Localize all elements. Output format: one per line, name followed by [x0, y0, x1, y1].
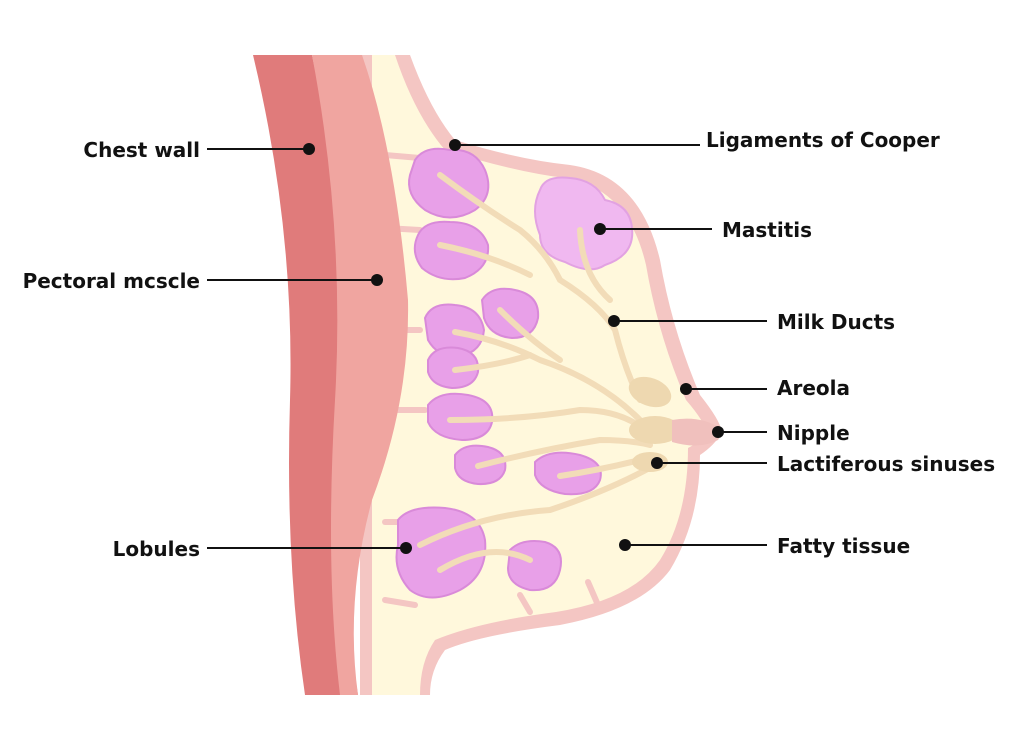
leader-lines — [207, 144, 767, 549]
fatty-tissue-region — [372, 55, 706, 695]
label-mastitis: Mastitis — [722, 218, 812, 242]
areola-sinus-middle — [629, 416, 681, 444]
mastitis-lobule — [534, 176, 634, 271]
dot-mastitis — [594, 223, 606, 235]
dot-chest-wall — [303, 143, 315, 155]
dot-lactiferous-sinuses — [651, 457, 663, 469]
dot-areola — [680, 383, 692, 395]
label-ligaments-of-cooper: Ligaments of Cooper — [706, 128, 940, 152]
nipple-shape — [672, 418, 721, 446]
dot-milk-ducts — [608, 315, 620, 327]
milk-ducts — [417, 172, 658, 573]
pectoral-muscle — [312, 55, 409, 695]
dot-ligaments — [449, 139, 461, 151]
label-nipple: Nipple — [777, 421, 850, 445]
dot-pectoral-muscle — [371, 274, 383, 286]
label-chest-wall: Chest wall — [83, 138, 200, 162]
dot-fatty-tissue — [619, 539, 631, 551]
dot-lobules — [400, 542, 412, 554]
label-areola: Areola — [777, 376, 850, 400]
areola-sinus-upper — [628, 376, 672, 408]
leader-dots — [303, 139, 724, 554]
label-milk-ducts: Milk Ducts — [777, 310, 895, 334]
label-lobules: Lobules — [113, 537, 200, 561]
label-pectoral-muscle: Pectoral mcscle — [23, 269, 200, 293]
label-fatty-tissue: Fatty tissue — [777, 534, 910, 558]
label-lactiferous-sinuses: Lactiferous sinuses — [777, 452, 995, 476]
dot-nipple — [712, 426, 724, 438]
